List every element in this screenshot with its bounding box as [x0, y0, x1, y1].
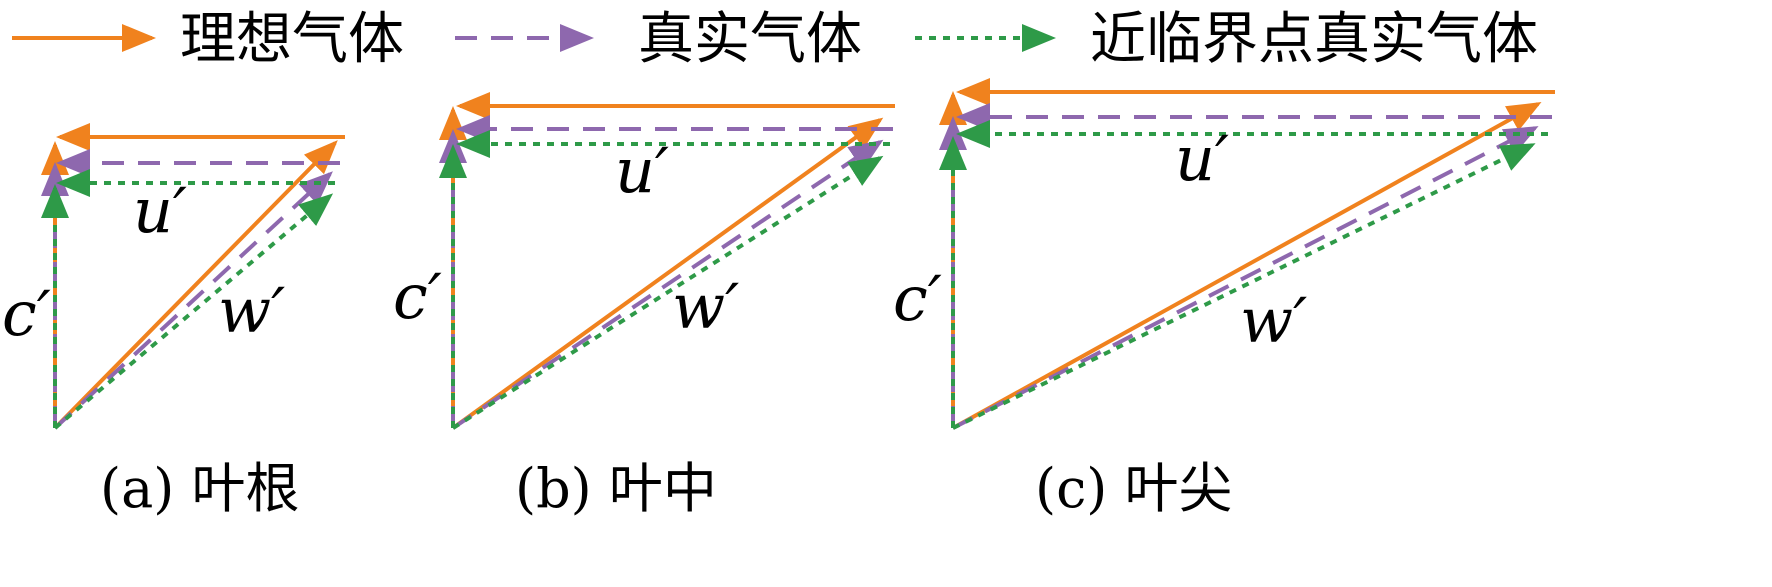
panel-a-near-w — [53, 193, 334, 430]
panel-b-near-w — [451, 155, 884, 430]
panel-b-label-c: c′ — [393, 260, 442, 333]
panel-c-near-w — [952, 143, 1536, 430]
panel-a-real-w — [53, 171, 333, 430]
panel-c-label-u: u′ — [1175, 122, 1229, 195]
panel-a-label-c: c′ — [2, 277, 51, 350]
legend-label-real: 真实气体 — [638, 7, 862, 72]
legend-item-ideal-gas: 理想气体 — [12, 7, 404, 72]
panel-a-caption: (a) 叶根 — [100, 457, 300, 520]
legend-label-near: 近临界点真实气体 — [1090, 7, 1538, 72]
panel-a-triangle: u′ c′ w′ (a) 叶根 — [2, 123, 345, 520]
panel-c-ideal-w — [952, 102, 1542, 430]
panel-c-caption: (c) 叶尖 — [1035, 457, 1233, 520]
panel-c-triangle: u′ c′ w′ (c) 叶尖 — [893, 78, 1555, 520]
panel-a-label-w: w′ — [218, 274, 285, 347]
panel-c-real-w — [952, 126, 1539, 430]
panel-c-label-w: w′ — [1240, 284, 1307, 357]
legend-item-near-critical-gas: 近临界点真实气体 — [915, 7, 1538, 72]
panel-b-label-u: u′ — [615, 134, 669, 207]
panel-b-triangle: u′ c′ w′ (b) 叶中 — [393, 92, 895, 520]
panel-a-ideal-w — [53, 140, 338, 430]
legend-item-real-gas: 真实气体 — [455, 7, 862, 72]
panel-b-ideal-w — [451, 117, 884, 430]
legend: 理想气体 真实气体 近临界点真实气体 — [12, 7, 1538, 72]
panel-a-label-u: u′ — [133, 174, 187, 247]
panel-b-caption: (b) 叶中 — [515, 457, 717, 520]
panel-b-label-w: w′ — [672, 270, 739, 343]
legend-label-ideal: 理想气体 — [180, 7, 404, 72]
panel-b-real-w — [451, 139, 884, 430]
panel-c-label-c: c′ — [893, 262, 942, 335]
